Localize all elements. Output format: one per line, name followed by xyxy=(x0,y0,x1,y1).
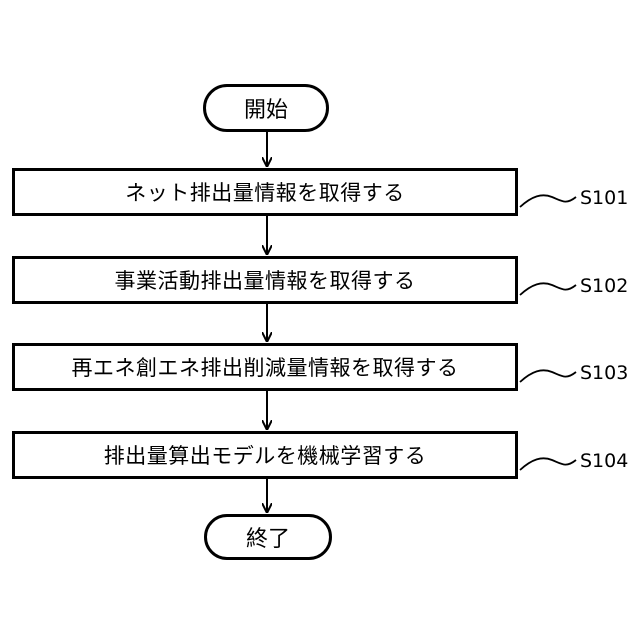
leader-s102 xyxy=(520,283,576,295)
step-s104-box: 排出量算出モデルを機械学習する xyxy=(12,431,518,479)
step-s103-id: S103 xyxy=(580,363,628,383)
start-terminal: 開始 xyxy=(203,84,329,132)
step-s103-box: 再エネ創エネ排出削減量情報を取得する xyxy=(12,343,518,391)
leader-s103 xyxy=(520,370,576,382)
end-label: 終了 xyxy=(246,521,290,553)
step-s101-id: S101 xyxy=(580,188,628,208)
step-s102-text: 事業活動排出量情報を取得する xyxy=(115,265,416,295)
step-s101-box: ネット排出量情報を取得する xyxy=(12,168,518,216)
start-label: 開始 xyxy=(244,92,288,124)
step-s102-box: 事業活動排出量情報を取得する xyxy=(12,256,518,304)
leader-s101 xyxy=(520,195,576,207)
step-s102-id: S102 xyxy=(580,276,628,296)
step-s104-text: 排出量算出モデルを機械学習する xyxy=(104,440,427,470)
end-terminal: 終了 xyxy=(204,514,332,560)
step-s101-text: ネット排出量情報を取得する xyxy=(125,177,405,207)
leader-s104 xyxy=(520,458,576,470)
step-s104-id: S104 xyxy=(580,451,628,471)
step-s103-text: 再エネ創エネ排出削減量情報を取得する xyxy=(72,352,459,382)
